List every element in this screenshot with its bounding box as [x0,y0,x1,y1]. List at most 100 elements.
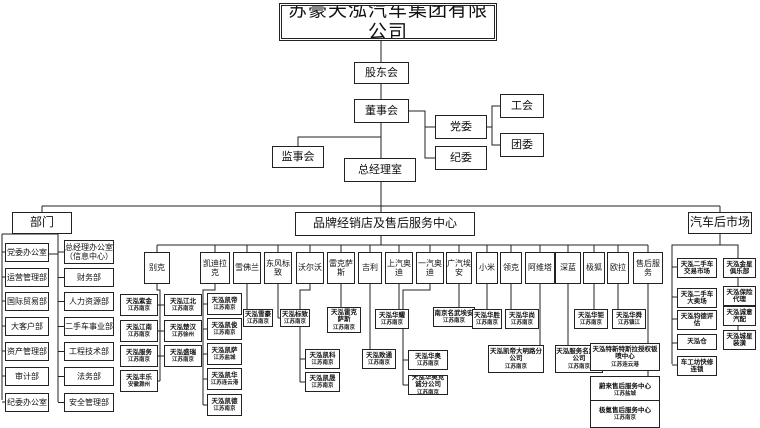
dept-right-1-label: 财务部 [77,272,101,282]
supervisors-link [297,136,381,146]
section-aftermarket-label: 汽车后市场 [689,215,750,230]
store-deepal-0-label: 天泓服务名武分公司 [556,346,602,363]
store-buick-3: 天泓楚汉江苏徐州 [164,320,202,342]
store-cadillac-2-label: 天泓凯萨 [211,345,238,354]
store-buick-6-label: 天泓丰乐 [126,372,152,381]
store-avatr-0-label: 天泓凯帝大明路分公司 [490,346,542,363]
dept-left-5-label: 审计部 [15,371,39,381]
union-box-label: 工会 [511,98,533,112]
store-service-0-label: 天泓特新特斯拉授权钣喷中心 [592,344,658,361]
store-buick-3-city: 江苏徐州 [171,332,194,339]
brand-head-14-label: 极狐 [586,263,602,273]
brand-head-2-label: 雪佛兰 [235,263,259,273]
store-service-1: 蔚来售后服务中心江苏盐城 [590,376,660,404]
brand-head-3: 东风标致 [264,252,292,284]
store-lynk-0-city: 江苏南京 [510,320,533,327]
store-cadillac-3-city: 江苏连云港 [210,380,239,387]
aftermarket-left-2-label: 天泓钧德评估 [680,311,714,327]
board-box-label: 董事会 [365,103,398,117]
brand-head-2: 雪佛兰 [233,252,261,284]
dept-right-2: 人力资源部 [64,292,114,311]
store-lexus-0-label: 天泓雷克萨斯 [331,307,357,324]
store-geely-0: 天泓致通江苏南京 [362,349,396,369]
store-cadillac-2-city: 江苏盐城 [213,355,236,362]
party-box-label: 党委 [450,119,472,133]
store-buick-5: 天泓盛瑞江苏南京 [164,345,202,367]
store-peugeot-0-city: 江苏南京 [283,319,306,326]
store-buick-5-label: 天泓盛瑞 [170,347,196,356]
aftermarket-left-1-label: 天泓二手车大卖场 [680,289,714,305]
store-buick-4: 天泓服务江苏南京 [120,345,158,367]
store-service-2: 极氪售后服务中心江苏南京 [590,400,660,428]
store-volvo-0: 天泓凯科江苏南京 [305,349,340,369]
company-title-label: 苏豪天泓汽车集团有限公司 [287,3,488,41]
brand-head-11-label: 领克 [503,263,519,273]
aftermarket-right-0: 天泓金星俱乐部 [723,258,756,278]
store-volvo-1: 天泓凯晟江苏南京 [305,372,340,392]
youth-box-label: 团委 [511,137,533,151]
store-buick-4-label: 天泓服务 [126,347,152,356]
store-aion-0-city: 江苏南京 [442,318,465,325]
brand-head-8: 一汽奥迪 [416,252,444,284]
section-brands: 品牌经销店及售后服务中心 [295,212,475,236]
brand-head-7: 上汽奥迪 [385,252,413,284]
store-aion-0: 南京名武埃安江苏南京 [433,307,475,327]
connector [156,284,161,381]
board-box: 董事会 [354,99,409,123]
brand-head-0-label: 别克 [149,263,165,273]
brand-head-12: 阿维塔 [525,252,555,284]
store-service-0-city: 江苏连云港 [611,361,639,368]
dept-right-1: 财务部 [64,268,114,287]
party-to-union [487,105,500,128]
aftermarket-right-1: 天泓保险代理 [723,286,756,306]
aftermarket-left-0: 天泓二手车交易市场 [677,258,717,278]
brand-head-1-label: 凯迪拉克 [203,258,227,277]
store-deepal-0-city: 江苏南京 [567,363,590,370]
store-geely-0-label: 天泓致通 [366,350,392,359]
store-buick-1-label: 天泓江北 [170,296,196,305]
store-cadillac-3-label: 天泓凯华 [211,370,238,379]
brand-head-6: 吉利 [358,252,382,284]
store-faw_audi-1-label: 天泓华奥竞诚分公司 [411,375,445,389]
store-chevrolet-0-city: 江苏南京 [246,319,269,326]
party-to-youth [491,127,500,146]
store-service-2-label: 极氪售后服务中心 [599,405,651,414]
store-cadillac-1-label: 天泓凯俊 [211,320,238,329]
aftermarket-right-2-label: 天泓诚意汽配 [726,307,753,323]
store-volvo-0-city: 江苏南京 [311,360,334,367]
store-aion-0-label: 南京名武埃安 [434,308,474,317]
dept-left-1-label: 运营管理部 [7,272,47,282]
dept-right-0: 总经理办公室（信息中心） [64,240,114,264]
gm-office-box: 总经理室 [344,158,416,182]
store-ora-0-city: 江苏镇江 [617,320,640,327]
store-xiaomi-0: 天泓华胜江苏南京 [472,309,502,329]
dept-left-5: 审计部 [5,367,49,386]
brand-head-3-label: 东风标致 [266,258,290,277]
dept-left-3: 大客户部 [5,317,49,336]
brand-head-6-label: 吉利 [362,263,378,273]
store-xiaomi-0-label: 天泓华胜 [474,310,500,319]
store-arcfox-0-city: 江苏南京 [579,320,602,327]
store-service-1-city: 江苏盐城 [613,391,636,398]
connector [299,284,311,382]
store-avatr-0-city: 江苏南京 [504,363,527,370]
discipline-box-label: 纪委 [450,150,472,164]
store-volvo-1-label: 天泓凯晟 [309,373,336,382]
connector [402,284,431,385]
aftermarket-right-3-label: 天泓城星装潢 [726,331,753,347]
dept-left-1: 运营管理部 [5,268,49,287]
store-faw_audi-0: 天泓华奥江苏南京 [408,350,448,370]
dept-left-3-label: 大客户部 [11,321,43,331]
dept-right-4-label: 工程技术部 [69,346,109,356]
brand-head-10-label: 小米 [479,263,495,273]
store-cadillac-2: 天泓凯萨江苏盐城 [207,343,242,365]
store-cadillac-1-city: 江苏南京 [213,330,236,337]
shareholders-box: 股东会 [354,62,409,84]
brand-head-11: 领克 [500,252,522,284]
supervisors-box: 监事会 [272,146,324,168]
store-cadillac-4-label: 天泓凯德 [211,396,238,405]
union-box: 工会 [500,94,544,118]
brand-head-9: 广汽埃安 [446,252,472,284]
store-xiaomi-0-city: 江苏南京 [475,320,498,327]
gm-office-box-label: 总经理室 [358,162,402,176]
